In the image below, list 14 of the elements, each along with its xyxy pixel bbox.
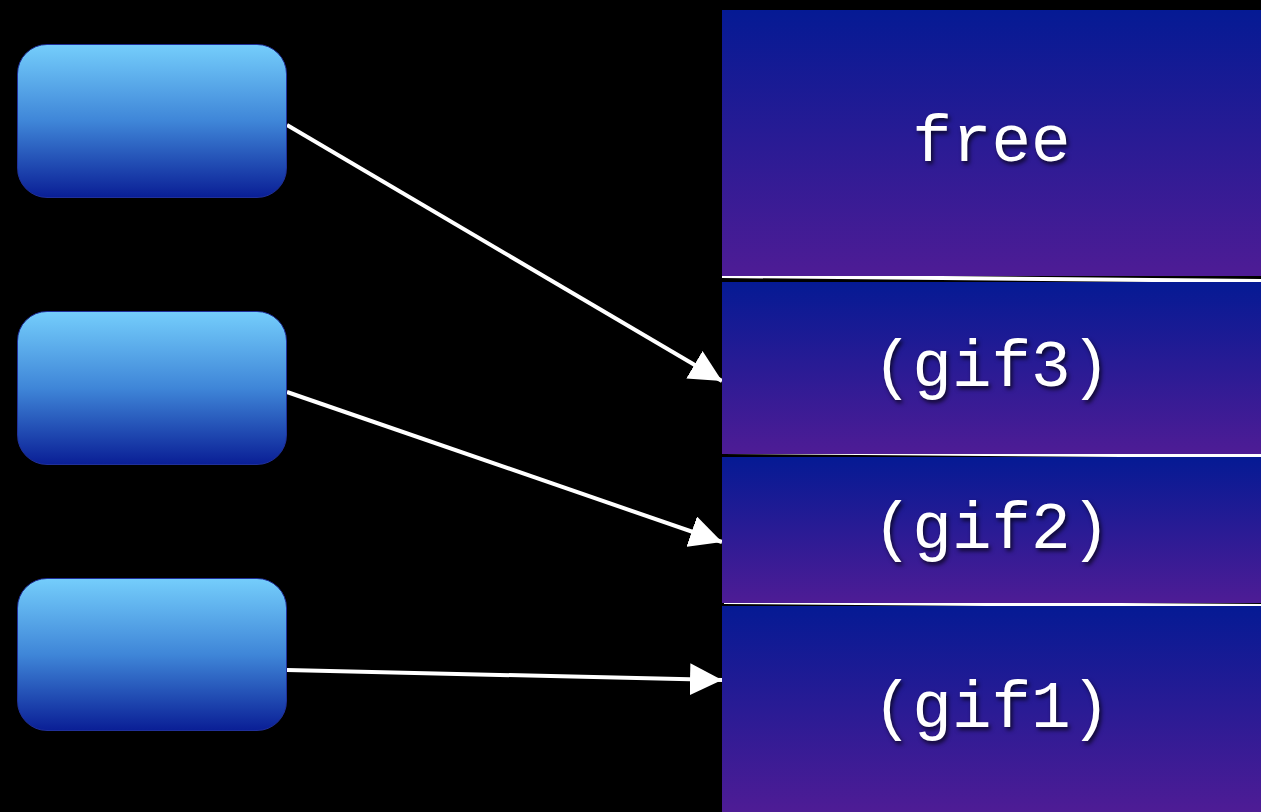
band-label: free bbox=[912, 105, 1071, 181]
rounded-box bbox=[17, 578, 287, 731]
arrow bbox=[286, 663, 723, 696]
band-label: (gif1) bbox=[872, 671, 1111, 747]
rounded-box bbox=[17, 311, 287, 465]
arrow bbox=[286, 123, 723, 383]
arrow bbox=[286, 390, 723, 547]
memory-band bbox=[722, 457, 1261, 603]
band-label: (gif3) bbox=[872, 330, 1111, 406]
memory-band bbox=[722, 282, 1261, 454]
band-label: (gif2) bbox=[872, 492, 1111, 568]
memory-band bbox=[722, 10, 1261, 276]
memory-band bbox=[722, 606, 1261, 812]
rounded-box bbox=[17, 44, 287, 198]
